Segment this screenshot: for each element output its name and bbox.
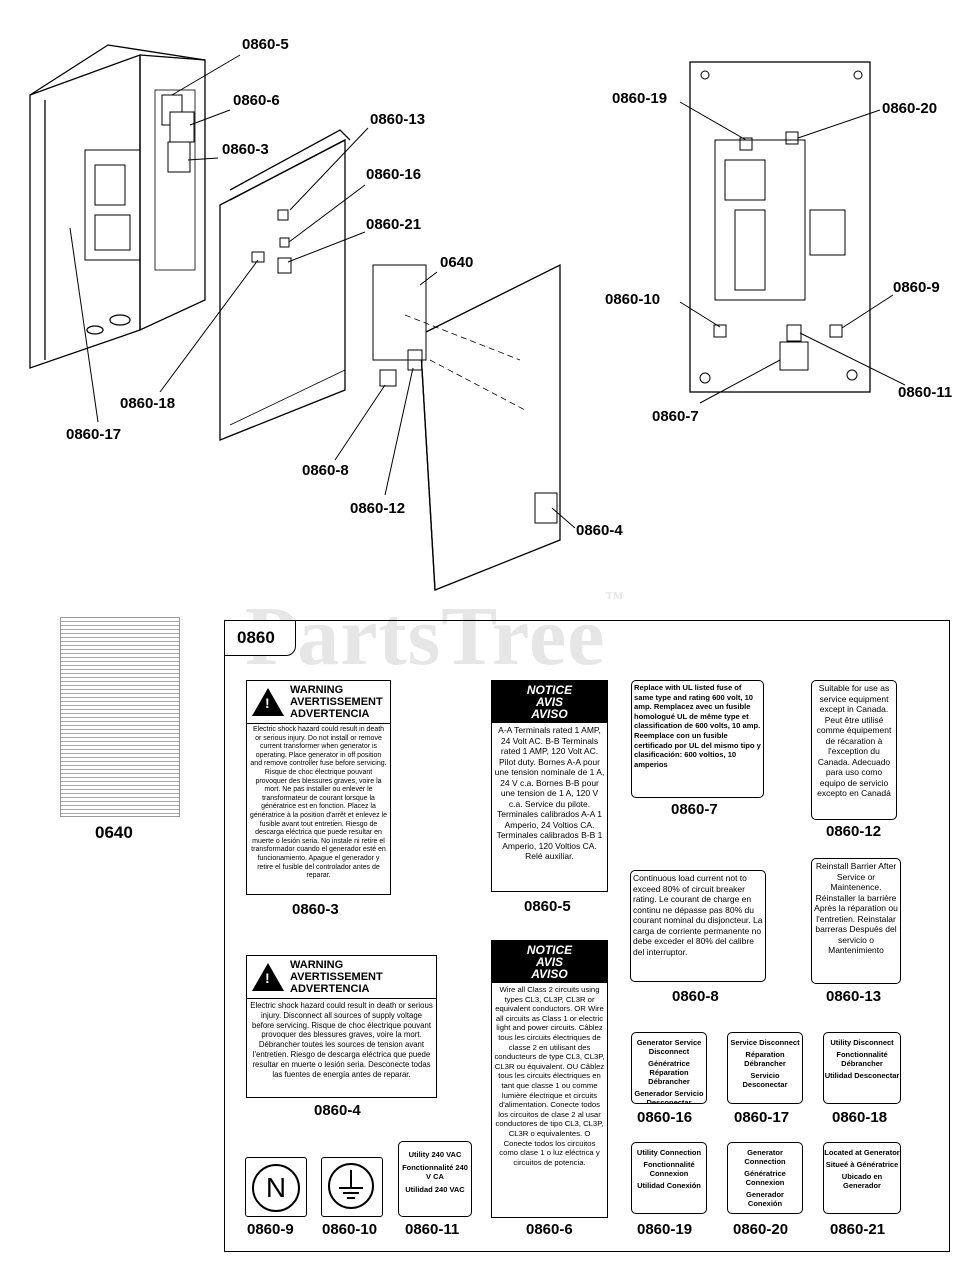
callout-0860-16: 0860-16	[366, 166, 422, 183]
caption-0860-12: 0860-12	[826, 823, 882, 840]
decal-0860-18: Utility Disconnect Fonctionnalité Débran…	[823, 1032, 901, 1104]
callout-0860-20: 0860-20	[882, 100, 938, 117]
exploded-view-drawing	[29, 44, 906, 591]
door-panel	[419, 263, 561, 591]
caption-0860-20: 0860-20	[733, 1221, 789, 1238]
callout-0860-5: 0860-5	[242, 36, 289, 53]
callout-0860-8: 0860-8	[302, 462, 349, 479]
decal-kit-frame	[224, 620, 950, 1252]
callout-0860-13: 0860-13	[370, 111, 426, 128]
decal-0860-21: Located at Generator Situeé à Génératric…	[823, 1142, 901, 1214]
kit-label: 0860	[237, 628, 275, 647]
callout-0860-9: 0860-9	[893, 279, 940, 296]
decal-0860-5-text: A-A Terminals rated 1 AMP, 24 Volt AC. B…	[494, 725, 605, 861]
caption-0860-6: 0860-6	[526, 1221, 573, 1238]
caption-0860-10: 0860-10	[322, 1221, 378, 1238]
decal-0860-11: Utility 240 VAC Fonctionnalité 240 V CA …	[398, 1141, 472, 1217]
neutral-symbol-icon: N	[252, 1164, 300, 1212]
decal-0860-4-text: Electric shock hazard could result in de…	[250, 1001, 433, 1079]
manual-sheet	[60, 617, 180, 817]
callout-0860-10: 0860-10	[605, 291, 661, 308]
caption-0860-7: 0860-7	[671, 801, 718, 818]
caption-0860-16: 0860-16	[637, 1109, 693, 1126]
caption-0860-19: 0860-19	[637, 1221, 693, 1238]
caption-0860-17: 0860-17	[734, 1109, 790, 1126]
decal-0860-10	[321, 1157, 383, 1217]
decal-0860-3-text: Electric shock hazard could result in de…	[249, 726, 388, 880]
decal-0860-13-text: Reinstall Barrier After Service or Maint…	[814, 861, 898, 955]
decal-0860-7: Replace with UL listed fuse of same type…	[631, 680, 764, 798]
decal-shape-0860-3	[167, 141, 191, 173]
callout-0860-3: 0860-3	[222, 141, 269, 158]
callout-0860-21: 0860-21	[366, 216, 422, 233]
warning-triangle-icon	[252, 963, 284, 991]
kit-label-box: 0860	[224, 620, 296, 656]
caption-0860-11: 0860-11	[405, 1221, 460, 1238]
decal-0860-16: Generator Service Disconnect Génératrice…	[631, 1032, 707, 1104]
caption-0860-4: 0860-4	[314, 1102, 361, 1119]
callout-0640: 0640	[440, 254, 474, 271]
callout-0860-12: 0860-12	[350, 500, 406, 517]
decal-shape-0860-6	[169, 111, 195, 143]
decal-0860-6-text: Wire all Class 2 circuits using types CL…	[494, 985, 605, 1167]
callout-0860-17: 0860-17	[66, 426, 122, 443]
callout-0860-7: 0860-7	[652, 408, 699, 425]
decal-0860-8-text: Continuous load current not to exceed 80…	[633, 873, 763, 957]
warning-triangle-icon	[252, 688, 284, 716]
decal-0860-7-text: Replace with UL listed fuse of same type…	[634, 683, 761, 769]
decal-0860-17: Service Disconnect Réparation Débrancher…	[727, 1032, 803, 1104]
decal-0860-13: Reinstall Barrier After Service or Maint…	[811, 858, 901, 984]
caption-0860-21: 0860-21	[830, 1221, 886, 1238]
ground-symbol-icon	[328, 1163, 374, 1209]
caption-0860-8: 0860-8	[672, 988, 719, 1005]
decal-shape-0640	[372, 264, 427, 361]
decal-0860-12-text: Suitable for use as service equipment ex…	[816, 683, 892, 798]
callout-0860-6: 0860-6	[233, 92, 280, 109]
callout-0860-4: 0860-4	[576, 522, 623, 539]
caption-0860-5: 0860-5	[524, 898, 571, 915]
callout-0860-18: 0860-18	[120, 395, 176, 412]
caption-0860-9: 0860-9	[247, 1221, 294, 1238]
caption-0860-3: 0860-3	[292, 901, 339, 918]
caption-0860-18: 0860-18	[832, 1109, 888, 1126]
interior-panel	[689, 61, 871, 393]
callout-0860-11: 0860-11	[898, 384, 953, 401]
decal-0860-9: N	[245, 1157, 307, 1217]
watermark: PartsTree™	[245, 588, 625, 683]
decal-0860-19: Utility Connection Fonctionnalité Connex…	[631, 1142, 707, 1214]
callout-0860-19: 0860-19	[612, 90, 668, 107]
caption-0860-13: 0860-13	[826, 988, 882, 1005]
manual-caption: 0640	[95, 823, 133, 842]
decal-0860-20: Generator Connection Génératrice Connexi…	[727, 1142, 803, 1214]
decal-0860-12: Suitable for use as service equipment ex…	[811, 680, 897, 820]
decal-0860-8: Continuous load current not to exceed 80…	[630, 870, 766, 982]
